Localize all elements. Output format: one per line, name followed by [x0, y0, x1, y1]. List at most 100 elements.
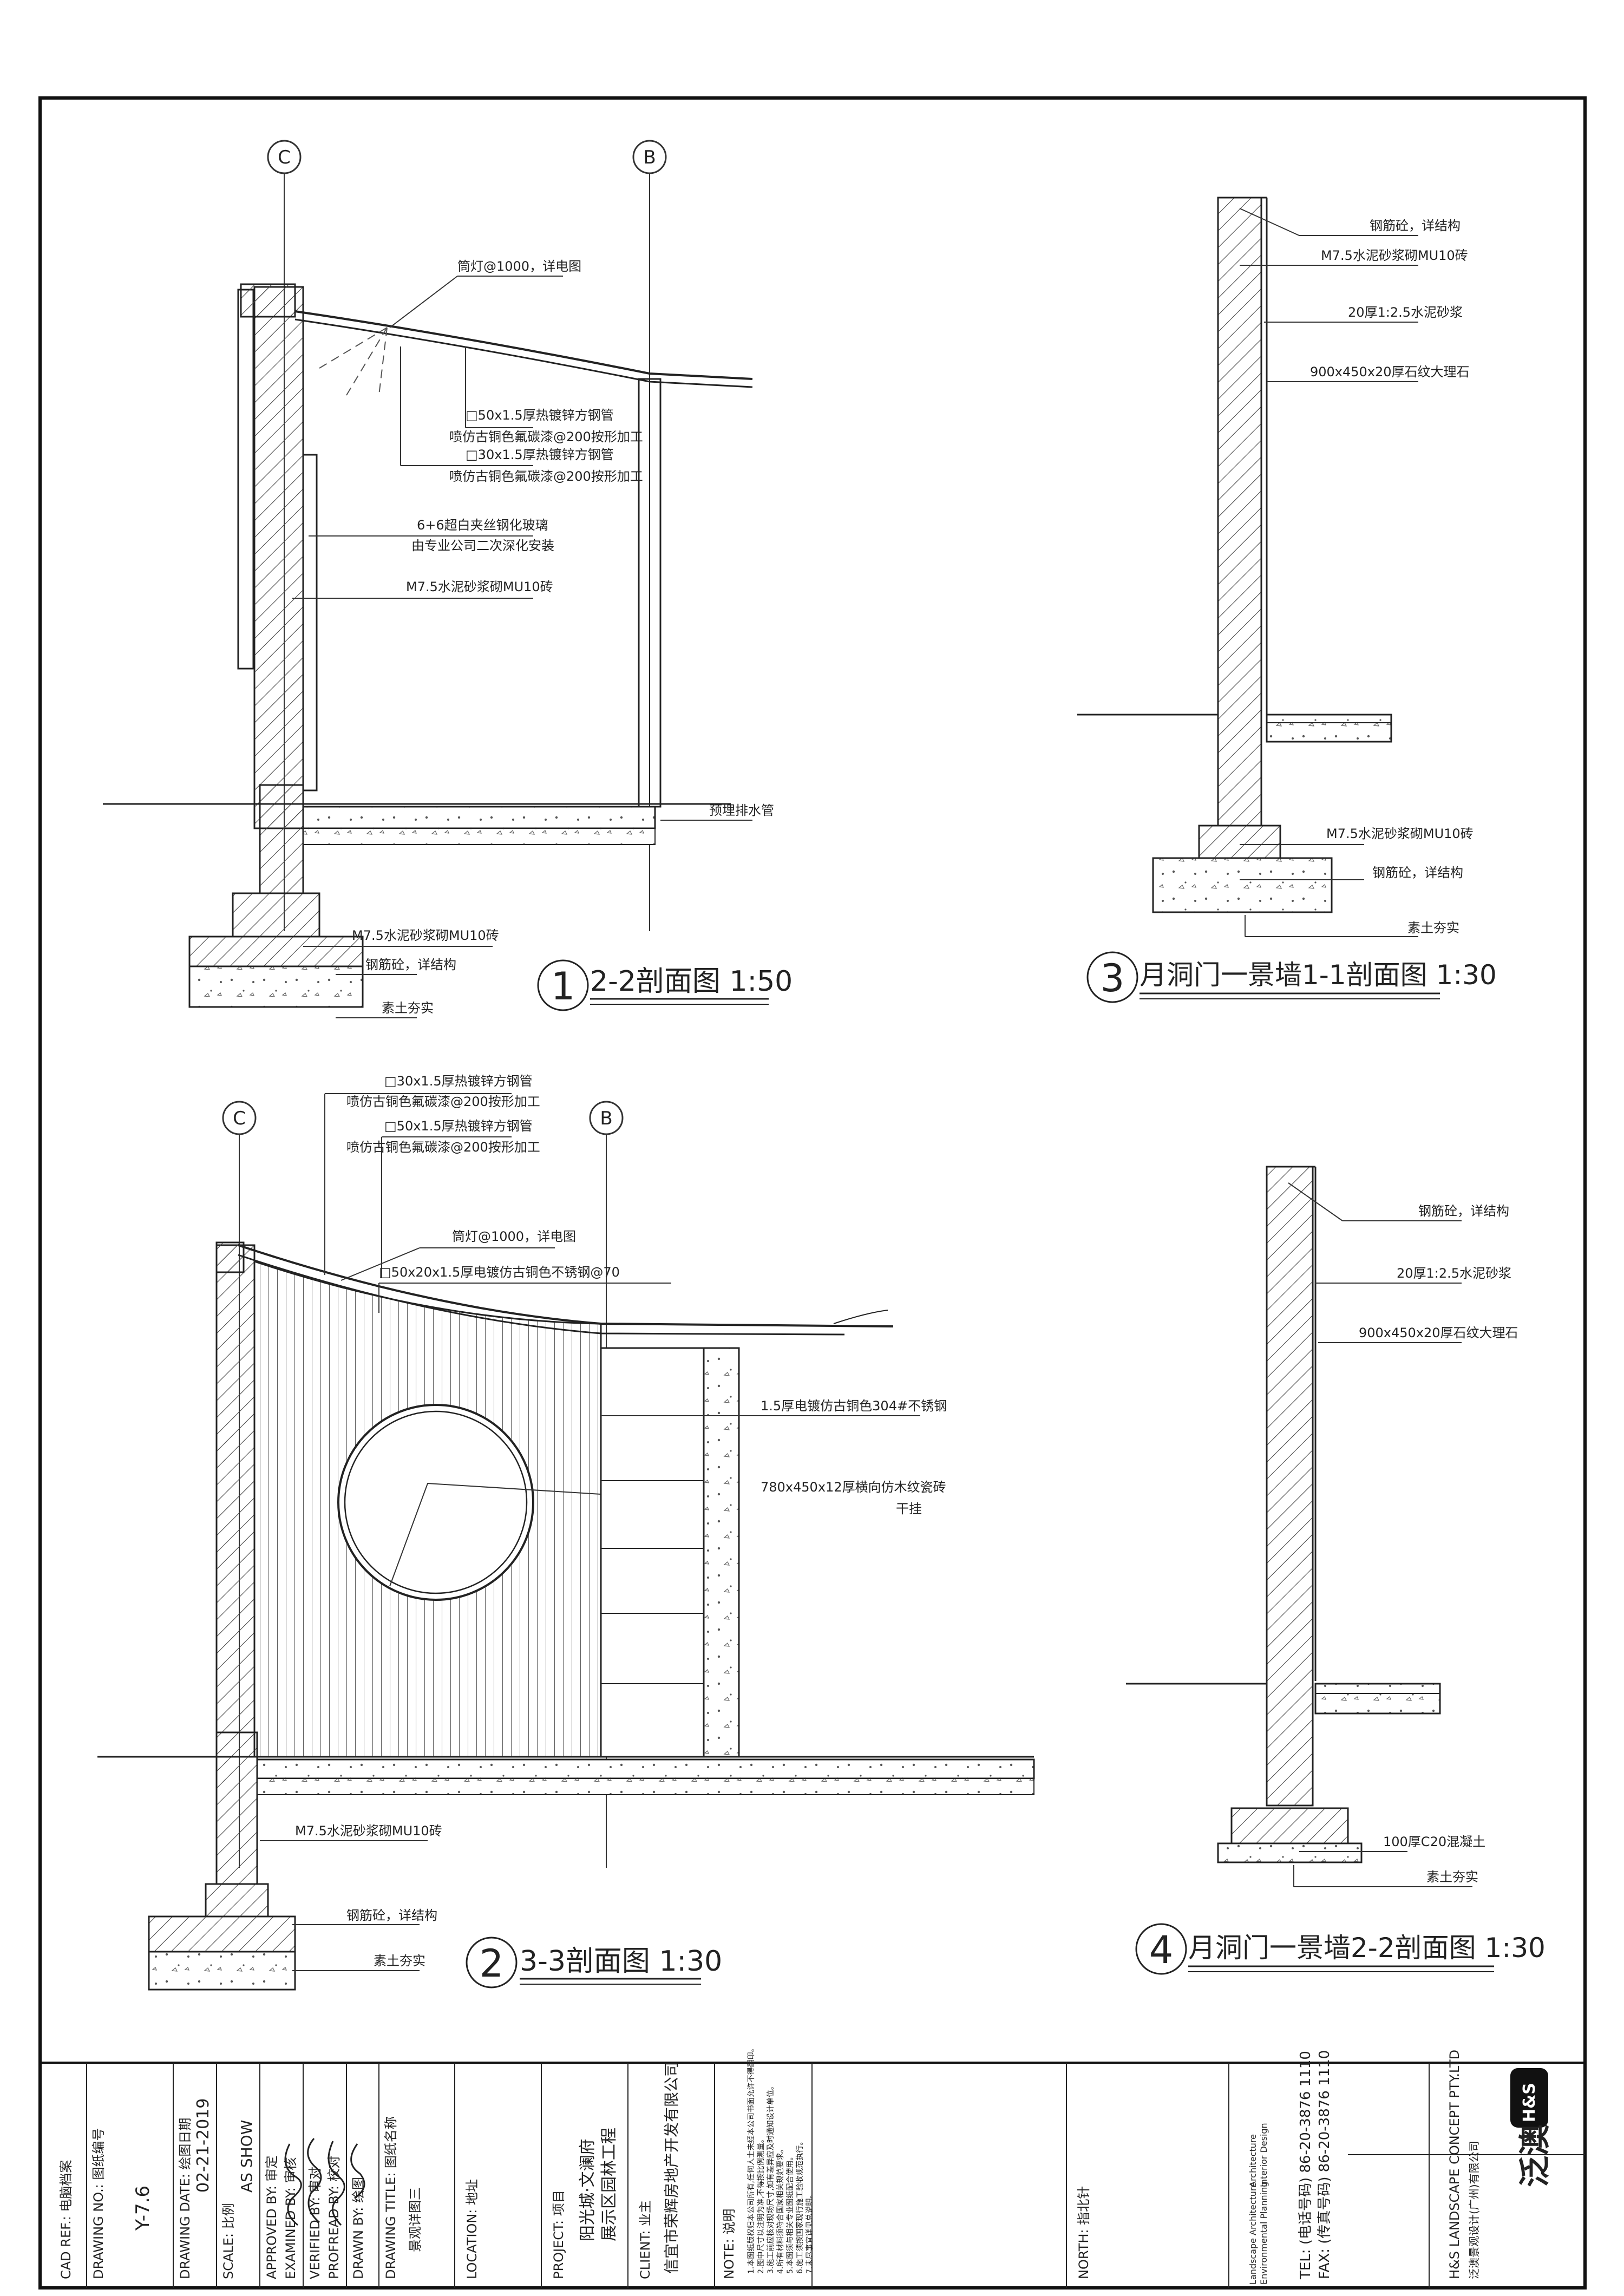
client-value: 信宜市荣辉房地产开发有限公司: [663, 2062, 680, 2274]
callout-2-7: 780x450x12厚横向仿木纹瓷砖: [761, 1480, 946, 1495]
section-3-number: 3: [1101, 956, 1125, 1000]
section-4-title: 月洞门一景墙2-2剖面图 1:30: [1188, 1932, 1546, 1964]
section-3-drawing: 钢筋砼，详结构 M7.5水泥砂浆砌MU10砖 20厚1:2.5水泥砂浆 900x…: [1077, 197, 1497, 1003]
note-line-7: 7.未尽事宜详见总说明。: [806, 2191, 814, 2274]
section-4-number-circle: [1135, 1923, 1187, 1975]
callout-2-1: 喷仿古铜色氟碳漆@200按形加工: [346, 1094, 540, 1109]
section-2-title: 3-3剖面图 1:30: [520, 1945, 722, 1978]
drawing-no-label: DRAWING NO.: 图纸编号: [91, 2128, 106, 2280]
callout-2-8: 干挂: [896, 1501, 922, 1516]
callout-3-6: 素土夯实: [1407, 920, 1459, 936]
note-line-2: 2.图中尺寸以注明为准,不得按比例测量。: [756, 2135, 765, 2274]
signature-approved: [284, 2143, 302, 2226]
north-label: NORTH: 指北针: [1076, 2186, 1091, 2279]
callout-2-6: 1.5厚电镀仿古铜色304#不锈钢: [761, 1398, 947, 1414]
grid-marker-c-label: C: [278, 147, 291, 168]
approved-label: APPROVED BY: 审定: [264, 2155, 279, 2279]
note-line-1: 1.本图纸版权归本公司所有,任何人士未经本公司书面允许不得翻印。: [746, 2044, 756, 2274]
project-label: PROJECT: 项目: [551, 2190, 566, 2279]
callout-1-2: 喷仿古铜色氟碳漆@200按形加工: [449, 429, 643, 444]
tel: TEL: (电话号码) 86-20-3876 1110: [1298, 2051, 1314, 2280]
callout-2-10: 钢筋砼，详结构: [346, 1908, 437, 1923]
callout-1-10: 钢筋砼，详结构: [365, 957, 456, 972]
callout-2-3: 喷仿古铜色氟碳漆@200按形加工: [346, 1140, 540, 1155]
grid-marker-c-2-label: C: [233, 1108, 246, 1129]
signature-verified: [328, 2141, 345, 2226]
firm-name-cn: 泛澳景观设计(广州)有限公司: [1468, 2141, 1481, 2279]
callout-2-4: 筒灯@1000，详电图: [452, 1229, 576, 1244]
callout-1-4: 喷仿古铜色氟碳漆@200按形加工: [449, 469, 643, 484]
callout-1-1: □50x1.5厚热镀锌方钢管: [466, 408, 614, 423]
callout-1-7: M7.5水泥砂浆砌MU10砖: [406, 579, 553, 594]
section-1-number: 1: [551, 964, 575, 1009]
callout-1-9: M7.5水泥砂浆砌MU10砖: [352, 928, 499, 943]
drawing-title-label: DRAWING TITLE: 图纸名称: [383, 2116, 398, 2279]
callout-3-0: 钢筋砼，详结构: [1370, 218, 1461, 233]
callout-3-2: 20厚1:2.5水泥砂浆: [1348, 305, 1463, 320]
proofread-label: PROFREAD BY: 校对: [326, 2155, 342, 2279]
section-3-number-circle: [1086, 951, 1138, 1003]
note-line-3: 3.施工前应核对现场尺寸,如有差异应及时通知设计单位。: [766, 2082, 775, 2274]
drawing-title-value: 景观详图三: [408, 2187, 423, 2252]
signature-proofread: [350, 2143, 365, 2199]
callout-4-0: 钢筋砼，详结构: [1418, 1203, 1509, 1219]
callout-3-4: M7.5水泥砂浆砌MU10砖: [1326, 826, 1474, 841]
service-4: Interior Design: [1259, 2123, 1269, 2187]
cad-ref-label: CAD REF.: 电脑档案: [58, 2160, 74, 2279]
section-1-drawing: C B: [103, 140, 793, 1018]
callout-2-2: □50x1.5厚热镀锌方钢管: [384, 1118, 533, 1134]
section-1-title: 2-2剖面图 1:50: [590, 965, 793, 998]
location-label: LOCATION: 地址: [464, 2179, 480, 2279]
drawing-date-label: DRAWING DATE: 绘图日期: [178, 2118, 193, 2279]
callout-2-9: M7.5水泥砂浆砌MU10砖: [295, 1823, 442, 1839]
callout-1-3: □30x1.5厚热镀锌方钢管: [466, 447, 614, 462]
verified-label: VERIFIED BY: 审对: [307, 2167, 323, 2279]
note-line-5: 5.本图须与相关专业图纸配合使用。: [785, 2153, 795, 2274]
callout-1-8: 预埋排水管: [709, 803, 774, 818]
title-block: CAD REF.: 电脑档案 DRAWING NO.: 图纸编号 Y-7.6 D…: [40, 2044, 1585, 2288]
callout-1-0: 筒灯@1000，详电图: [457, 259, 581, 274]
service-3: Environmental Planning: [1259, 2182, 1269, 2285]
note-line-4: 4.所有材料须符合国家相关规范要求。: [776, 2145, 785, 2274]
drawing-no-value: Y-7.6: [132, 2186, 154, 2231]
project-line-1: 阳光城·文澜府: [578, 2138, 597, 2241]
grid-marker-b-2-label: B: [600, 1108, 612, 1129]
callout-3-5: 钢筋砼，详结构: [1372, 865, 1463, 880]
callout-4-4: 素土夯实: [1426, 1869, 1478, 1885]
logo-badge: [1510, 2068, 1548, 2128]
signature-examined: [307, 2138, 322, 2223]
logo-text: H&S: [1520, 2083, 1539, 2122]
callout-2-5: □50x20x1.5厚电镀仿古铜色不锈钢@70: [379, 1265, 620, 1280]
project-line-2: 展示区园林工程: [600, 2128, 619, 2241]
note-line-6: 6.施工须按国家现行施工验收规范执行。: [795, 2138, 804, 2274]
section-4-number: 4: [1149, 1928, 1174, 1972]
callout-1-11: 素土夯实: [382, 1000, 434, 1016]
callout-4-2: 900x450x20厚石纹大理石: [1359, 1325, 1518, 1340]
callout-3-1: M7.5水泥砂浆砌MU10砖: [1321, 248, 1468, 263]
note-label: NOTE: 说明: [722, 2209, 737, 2279]
drawn-label: DRAWN BY: 绘图: [351, 2177, 366, 2279]
callout-1-6: 由专业公司二次深化安装: [411, 538, 554, 553]
callout-1-5: 6+6超白夹丝钢化玻璃: [417, 518, 548, 533]
service-2: Architecture: [1248, 2134, 1258, 2187]
section-3-title: 月洞门一景墙1-1剖面图 1:30: [1140, 959, 1497, 991]
scale-label: SCALE: 比例: [221, 2203, 236, 2279]
moon-gate-opening: [337, 1404, 534, 1601]
callout-2-0: □30x1.5厚热镀锌方钢管: [384, 1074, 533, 1089]
brand-cn: 泛澳: [1516, 2124, 1553, 2187]
callout-2-11: 素土夯实: [374, 1953, 425, 1968]
callout-3-3: 900x450x20厚石纹大理石: [1310, 364, 1470, 380]
drawing-date-value: 02-21-2019: [194, 2098, 213, 2193]
client-label: CLIENT: 业主: [638, 2200, 653, 2279]
section-2-number-circle: [466, 1937, 518, 1988]
section-4-drawing: 钢筋砼，详结构 20厚1:2.5水泥砂浆 900x450x20厚石纹大理石 10…: [1126, 1166, 1546, 1975]
fax: FAX: (传真号码) 86-20-3876 1110: [1317, 2050, 1333, 2279]
section-2-number: 2: [480, 1941, 504, 1986]
section-1-number-circle: [537, 959, 589, 1011]
section-2-drawing: C B: [97, 1074, 1035, 1991]
service-1: Landscape Architecture: [1248, 2182, 1258, 2285]
scale-value: AS SHOW: [238, 2120, 256, 2193]
firm-name-en: H&S LANDSCAPE CONCEPT PTY.LTD: [1447, 2050, 1462, 2279]
grid-marker-b-label: B: [643, 147, 656, 168]
